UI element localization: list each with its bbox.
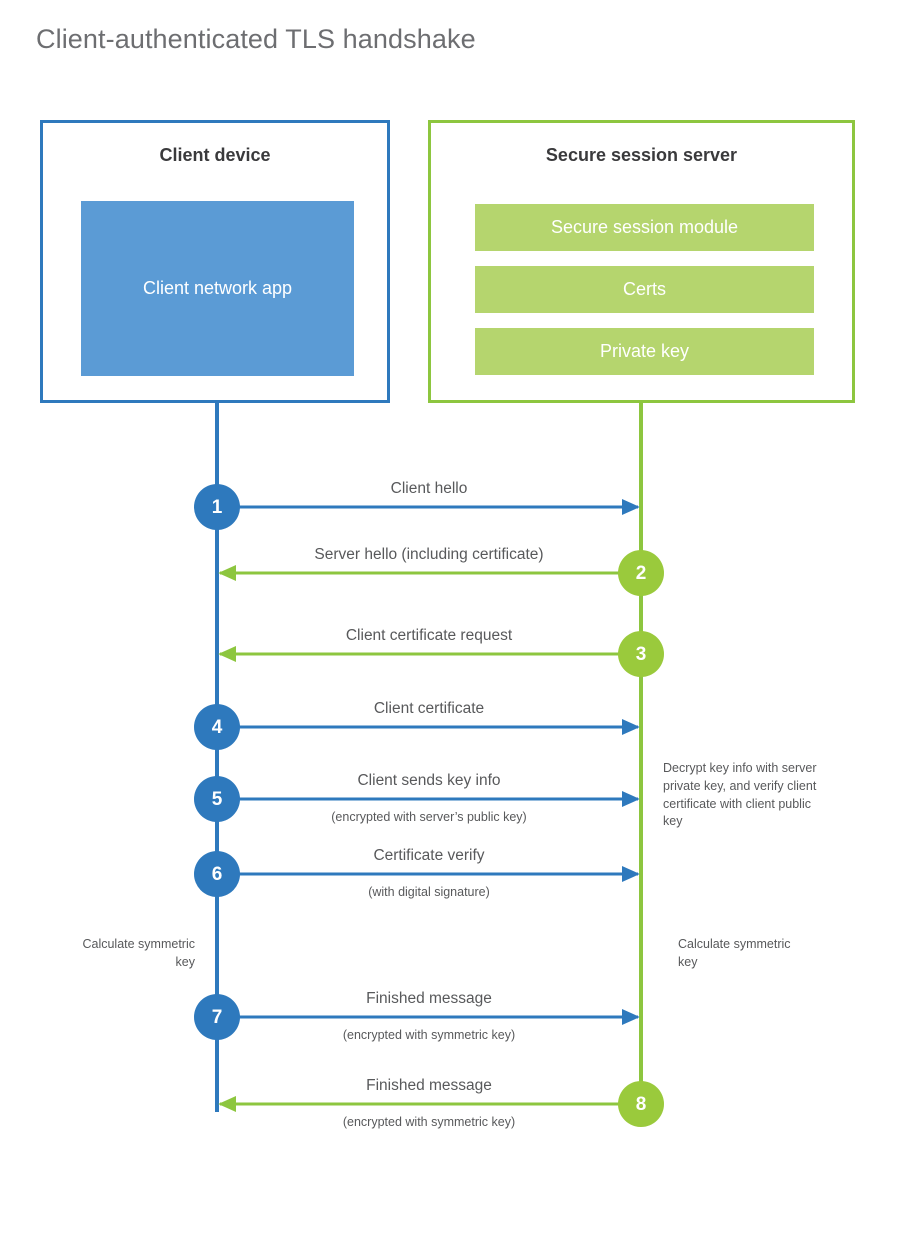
step-badge-6: 6 [194,851,240,897]
message-sublabel-8: (encrypted with symmetric key) [342,1115,516,1129]
message-label-1: Client hello [390,480,468,497]
step-badge-1: 1 [194,484,240,530]
client-network-app-block: Client network app [81,201,354,376]
page-title: Client-authenticated TLS handshake [36,24,476,54]
message-label-2: Server hello (including certificate) [314,546,544,563]
message-label-6: Certificate verify [373,847,485,864]
party-title-client: Client device [159,145,271,165]
note-client-calculate-symmetric-key: Calculate symmetric key [82,937,195,969]
message-label-8: Finished message [366,1077,492,1094]
message-label-5: Client sends key info [357,772,501,789]
party-title-server: Secure session server [545,145,738,165]
step-badge-2: 2 [618,550,664,596]
party-box-client: Client device Client network app [40,120,390,403]
server-component-certs: Certs [475,266,814,313]
message-sublabel-5: (encrypted with server’s public key) [331,810,527,824]
step-badge-7: 7 [194,994,240,1040]
message-sublabel-7: (encrypted with symmetric key) [342,1028,516,1042]
message-label-4: Client certificate [373,700,485,717]
party-box-server: Secure session server Secure session mod… [428,120,855,403]
server-component-secure-session-module: Secure session module [475,204,814,251]
step-badge-4: 4 [194,704,240,750]
step-badge-8: 8 [618,1081,664,1127]
server-component-private-key: Private key [475,328,814,375]
message-label-7: Finished message [366,990,492,1007]
step-badge-3: 3 [618,631,664,677]
step-badge-5: 5 [194,776,240,822]
message-label-3: Client certificate request [345,627,513,644]
note-server-decrypt: Decrypt key info with server private key… [663,761,817,829]
note-server-calculate-symmetric-key: Calculate symmetric key [678,937,791,969]
message-sublabel-6: (with digital signature) [368,885,490,899]
